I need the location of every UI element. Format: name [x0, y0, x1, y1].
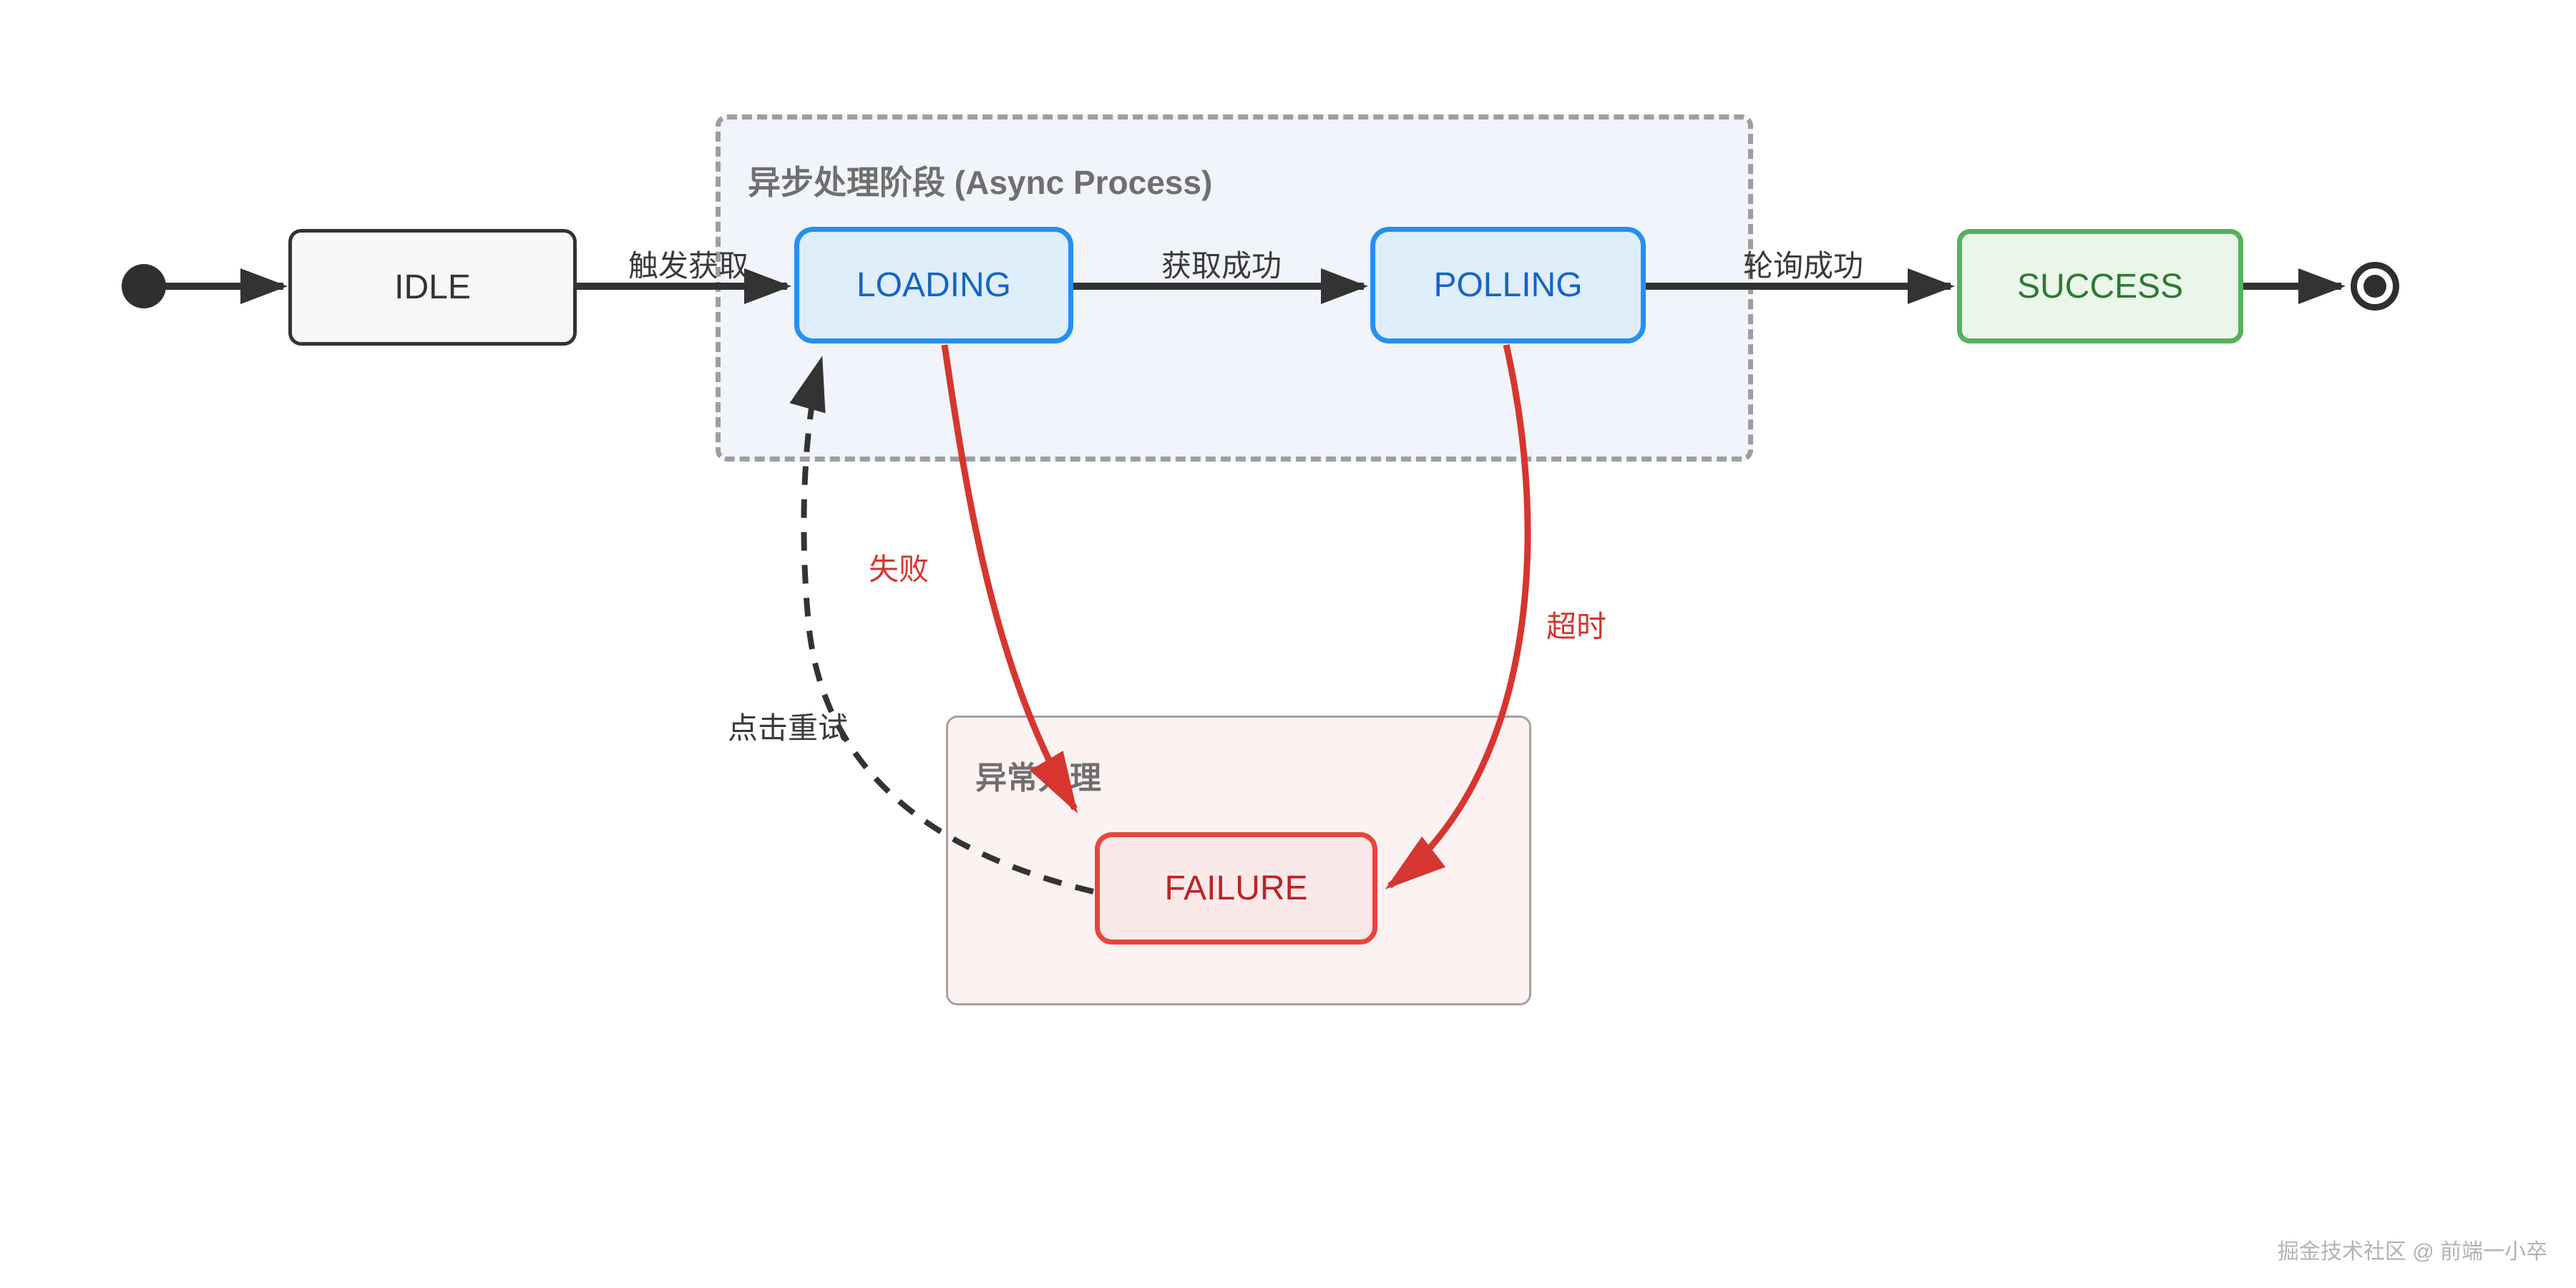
state-node-idle: IDLE	[288, 229, 577, 346]
state-node-loading: LOADING	[794, 227, 1073, 343]
final-state-dot-icon	[2363, 275, 2386, 298]
state-node-polling: POLLING	[1370, 227, 1646, 343]
final-state-node	[2351, 262, 2399, 311]
edge-label-trigger-fetch: 触发获取	[628, 249, 749, 283]
state-node-success: SUCCESS	[1957, 229, 2243, 343]
exception-region-label: 异常处理	[975, 761, 1101, 796]
edge-label-click-retry: 点击重试	[727, 711, 849, 745]
edge-label-failure: 失败	[868, 552, 930, 586]
async-region-label: 异步处理阶段 (Async Process)	[748, 164, 1213, 201]
edge-label-poll-success: 轮询成功	[1742, 249, 1864, 283]
initial-state-node	[122, 264, 166, 308]
watermark-text: 掘金技术社区 @ 前端一小卒	[2277, 1240, 2547, 1264]
edge-label-fetch-success: 获取成功	[1161, 249, 1282, 283]
edge-label-timeout: 超时	[1546, 610, 1607, 643]
state-node-failure: FAILURE	[1095, 832, 1377, 945]
